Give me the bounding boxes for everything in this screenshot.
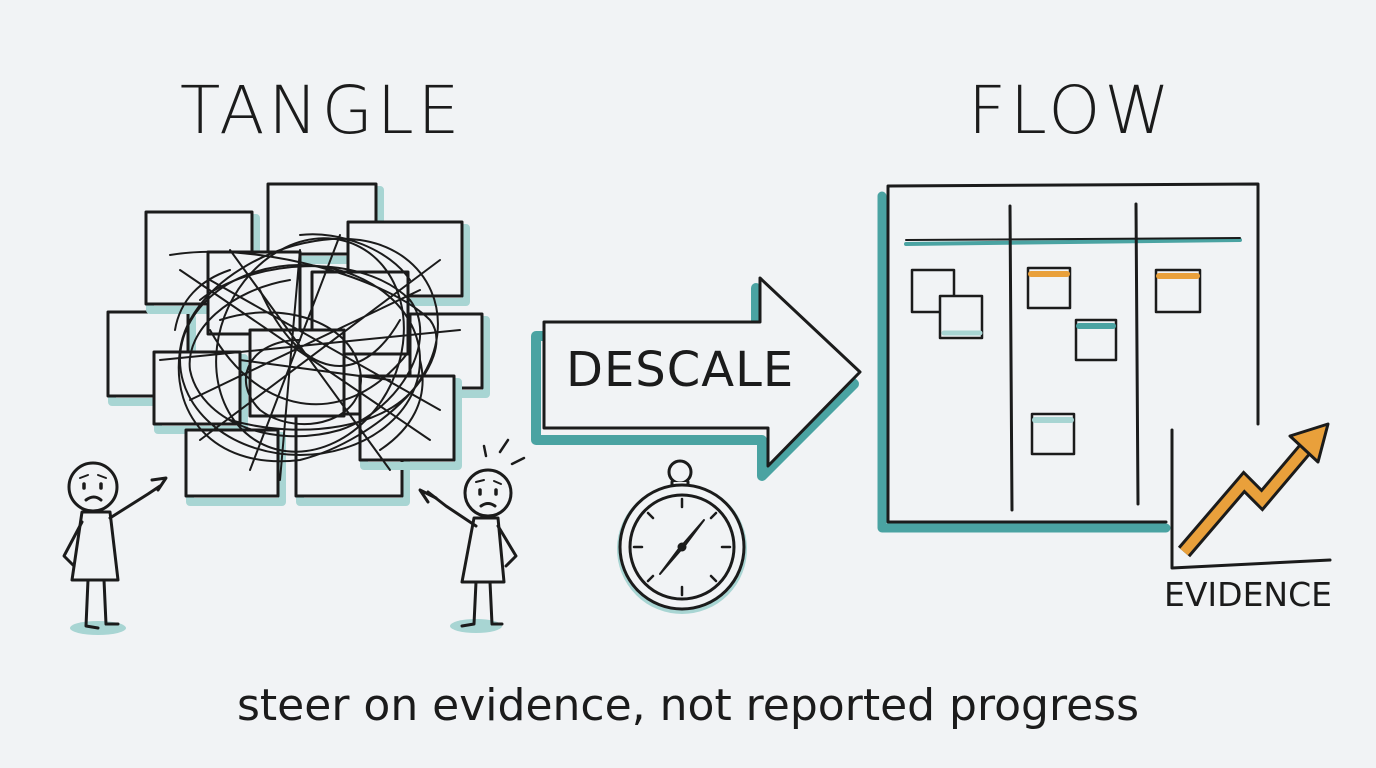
kanban-board [877, 182, 1260, 533]
confused-person-right [418, 438, 526, 633]
flow-title: FLOW [968, 72, 1174, 149]
compass-icon [617, 459, 747, 614]
tangle-scribble [159, 233, 461, 481]
sticky-notes [910, 266, 1202, 456]
tangle-title: TANGLE [180, 72, 464, 149]
caption: steer on evidence, not reported progress [237, 680, 1139, 731]
evidence-chart [1170, 422, 1332, 570]
confused-person-left [62, 461, 168, 635]
descale-label: DESCALE [566, 342, 795, 398]
tangled-boxes [106, 182, 490, 506]
evidence-label: EVIDENCE [1164, 575, 1332, 614]
descale-arrow [531, 276, 862, 481]
